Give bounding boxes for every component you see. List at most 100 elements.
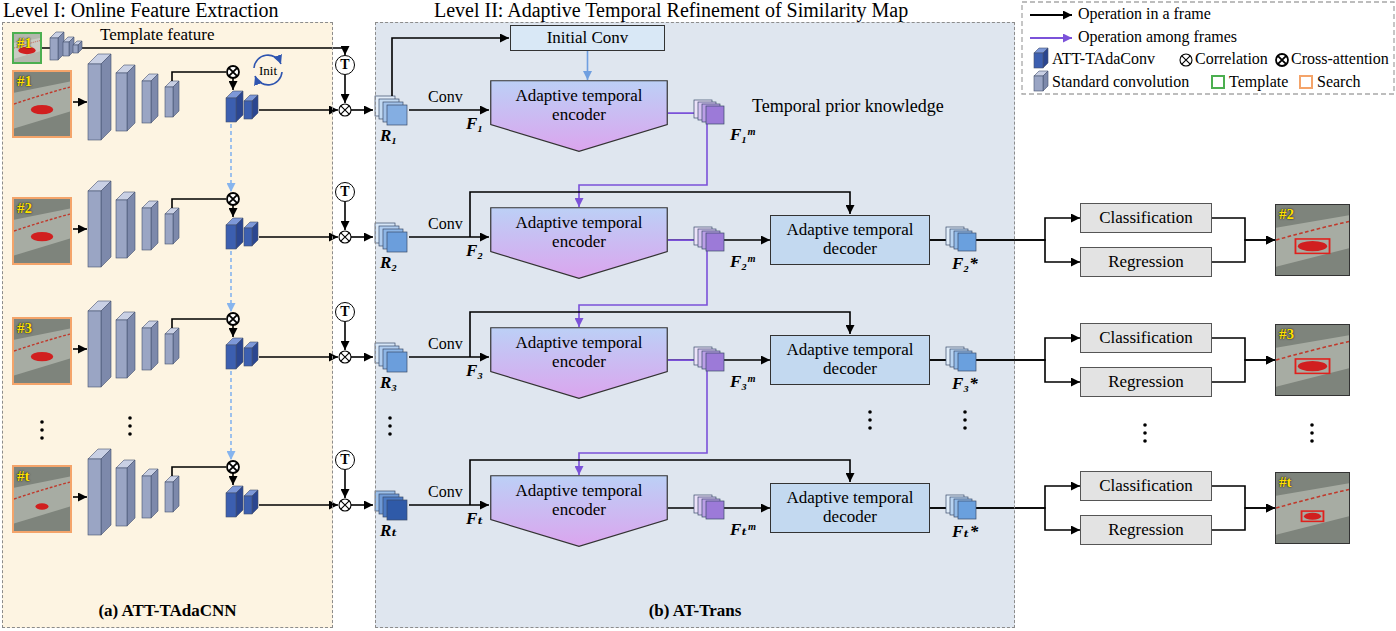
prism-front: [1034, 53, 1043, 68]
encoder-block: Adaptive temporal encoder: [490, 80, 668, 152]
text-label: Conv: [428, 215, 463, 233]
prism-front: [116, 320, 127, 378]
symbol-cross: [229, 195, 237, 203]
prism-front: [142, 81, 151, 123]
block-label: Classification: [1099, 477, 1192, 496]
text-label: Template feature: [100, 25, 214, 45]
attention-line: [172, 319, 226, 328]
block-label: Regression: [1108, 253, 1184, 272]
text-label: Conv: [428, 88, 463, 106]
prism-side: [173, 208, 179, 244]
similarity-map: [387, 352, 407, 372]
prism-front: [165, 482, 173, 512]
car: [31, 105, 53, 114]
frame-number: #t: [1276, 474, 1295, 491]
panel-region: Level I: Online Feature Extraction(a) AT…: [2, 22, 333, 628]
legend-sample: [1030, 14, 1072, 16]
panel-fill: [2, 22, 333, 628]
template-circle: T: [335, 55, 355, 75]
ellipsis-dot: [388, 416, 392, 420]
template-arrow: [344, 322, 346, 350]
text-label: Conv: [428, 483, 463, 501]
prism-front: [244, 496, 252, 514]
symbol-cross: [341, 501, 349, 509]
head-box: Regression: [1080, 247, 1212, 277]
connector: [587, 51, 589, 80]
encoder-outline: [491, 328, 668, 399]
legend-sample: [1212, 76, 1224, 88]
cross-attention-symbol: [227, 66, 239, 78]
prism-front: [165, 214, 173, 244]
attention-line: [232, 473, 234, 485]
text-label: F₁: [466, 114, 483, 134]
prism-side: [78, 41, 82, 53]
block-label: Regression: [1108, 521, 1184, 540]
bounding-box: [1295, 359, 1329, 373]
ellipsis-dot: [1143, 423, 1147, 427]
prism-side: [173, 81, 179, 117]
legend-text: Search: [1317, 73, 1361, 91]
conv-arrow: [409, 356, 489, 358]
prism-front: [73, 45, 78, 53]
bounding-box: [1295, 239, 1329, 253]
symbol-cross: [229, 315, 237, 323]
circle-label: T: [340, 305, 349, 319]
text-label: R₃: [380, 373, 397, 393]
refined-map: [958, 233, 976, 251]
frame-number: #3: [14, 320, 35, 337]
prism-side: [151, 469, 158, 518]
memory-map: [706, 233, 724, 251]
car: [1298, 241, 1327, 251]
car: [1304, 513, 1321, 520]
track-line: [1276, 221, 1349, 240]
encoder-block: Adaptive temporal encoder: [490, 475, 668, 547]
ellipsis-dot: [128, 424, 132, 428]
legend-sample: [1300, 76, 1312, 88]
prism-front: [244, 101, 252, 119]
symbol-cross: [341, 106, 349, 114]
refined-map: [958, 501, 976, 519]
feature-arrow: [259, 504, 338, 506]
symbol-cross: [229, 68, 237, 76]
photo-ground: [14, 72, 70, 136]
template-circle: T: [335, 182, 355, 202]
frame-number: #t: [14, 468, 33, 485]
symbol-cross: [341, 353, 349, 361]
prism-front: [63, 42, 69, 56]
template-arrow: [344, 75, 346, 103]
ellipsis-dot: [868, 418, 872, 422]
prism-front: [226, 345, 236, 369]
attention-line: [232, 78, 234, 90]
prism-side: [252, 95, 258, 119]
prism-front: [244, 348, 252, 366]
block-label: Initial Conv: [547, 29, 629, 48]
ellipsis-dot: [388, 432, 392, 436]
prism-front: [165, 87, 173, 117]
ellipsis-dot: [40, 436, 44, 440]
cross-attention-symbol: [227, 193, 239, 205]
track-line: [14, 482, 70, 499]
prism-front: [1034, 76, 1043, 91]
decoder-block: Adaptive temporal decoder: [770, 215, 930, 265]
temporal-arrow: [230, 251, 232, 312]
head-box: Regression: [1080, 367, 1212, 397]
head-box: Classification: [1080, 203, 1212, 233]
template-arrow: [344, 202, 346, 230]
photo-ground: [1276, 325, 1349, 395]
prism-side: [101, 181, 111, 267]
search-frame: #1: [12, 70, 72, 138]
encoder-outline: [491, 81, 668, 152]
ellipsis-dot: [1310, 431, 1314, 435]
prism-front: [50, 38, 58, 60]
feature-arrow: [73, 228, 87, 230]
block-label: Adaptive temporal encoder: [490, 207, 668, 251]
output-frame: #2: [1275, 204, 1350, 276]
feature-arrow: [259, 236, 338, 238]
text-label: Fₜ: [466, 509, 484, 529]
conv-arrow: [409, 109, 489, 111]
prism-side: [101, 301, 111, 387]
search-frame: #3: [12, 317, 72, 385]
prism-side: [173, 476, 179, 512]
legend-text: Operation among frames: [1078, 28, 1237, 46]
